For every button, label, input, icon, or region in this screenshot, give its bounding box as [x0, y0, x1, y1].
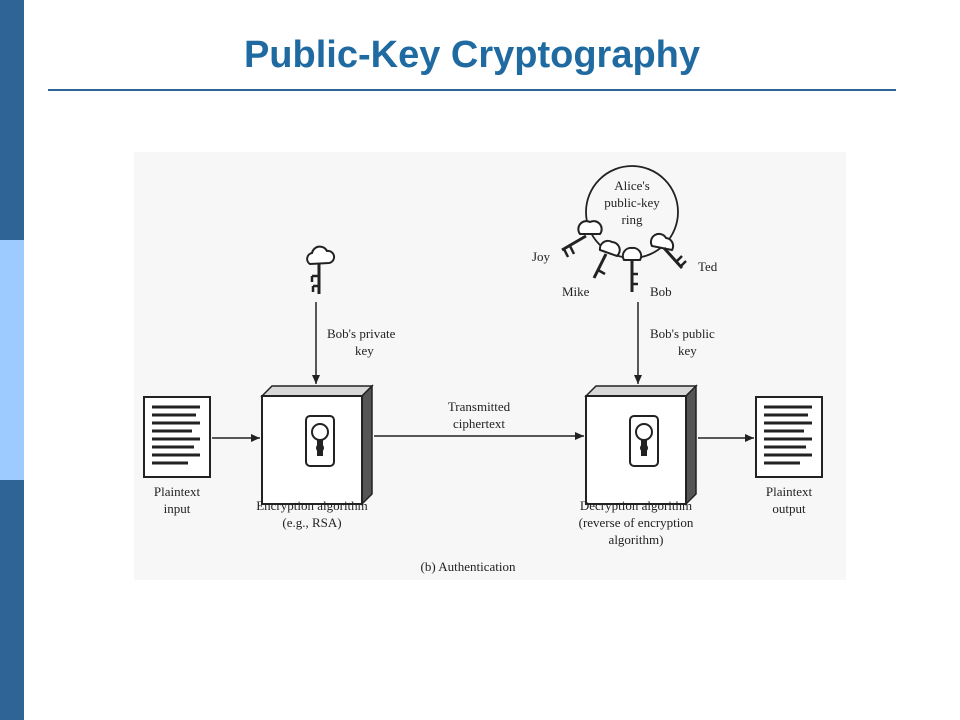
private-key-label-2: key — [355, 343, 374, 358]
transmitted-label-1: Transmitted — [448, 399, 511, 414]
transmitted-label-2: ciphertext — [453, 416, 505, 431]
sidebar-dark-top — [0, 0, 24, 240]
title-underline — [48, 89, 896, 91]
plaintext-output-label-1: Plaintext — [766, 484, 813, 499]
encryption-label-2: (e.g., RSA) — [282, 515, 341, 530]
key-ring-label-1: Alice's — [614, 178, 650, 193]
public-key-label-1: Bob's public — [650, 326, 715, 341]
private-key-icon — [306, 245, 336, 294]
key-name-ted: Ted — [698, 259, 718, 274]
encryption-box-icon — [260, 384, 374, 506]
key-ring-label-3: ring — [622, 212, 643, 227]
key-name-mike: Mike — [562, 284, 590, 299]
plaintext-input-label-2: input — [164, 501, 191, 516]
mike-key-icon — [592, 239, 621, 279]
plaintext-input-document-icon — [143, 396, 211, 478]
key-name-bob: Bob — [650, 284, 672, 299]
decryption-label-2: (reverse of encryption — [579, 515, 694, 530]
ted-key-icon — [649, 232, 687, 270]
encryption-label-1: Encryption algorithm — [256, 498, 368, 513]
sidebar-light-middle — [0, 240, 24, 480]
decryption-label-1: Decryption algorithm — [580, 498, 692, 513]
decryption-box-icon — [584, 384, 698, 506]
private-key-label-1: Bob's private — [327, 326, 396, 341]
decryption-lock-icon — [629, 415, 659, 467]
slide-title: Public-Key Cryptography — [243, 34, 701, 76]
key-name-joy: Joy — [532, 249, 551, 264]
decryption-label-3: algorithm) — [609, 532, 664, 547]
joy-key-icon — [561, 220, 603, 258]
encryption-lock-icon — [305, 415, 335, 467]
bob-key-icon — [621, 246, 643, 292]
key-ring-label-2: public-key — [604, 195, 660, 210]
plaintext-input-label-1: Plaintext — [154, 484, 201, 499]
authentication-diagram: Plaintext input Plaintext output Encrypt… — [134, 152, 846, 580]
sidebar-dark-bottom — [0, 480, 24, 720]
public-key-label-2: key — [678, 343, 697, 358]
diagram-svg: Plaintext input Plaintext output Encrypt… — [143, 165, 823, 574]
plaintext-output-label-2: output — [772, 501, 806, 516]
plaintext-output-document-icon — [755, 396, 823, 478]
diagram-caption: (b) Authentication — [421, 559, 516, 574]
